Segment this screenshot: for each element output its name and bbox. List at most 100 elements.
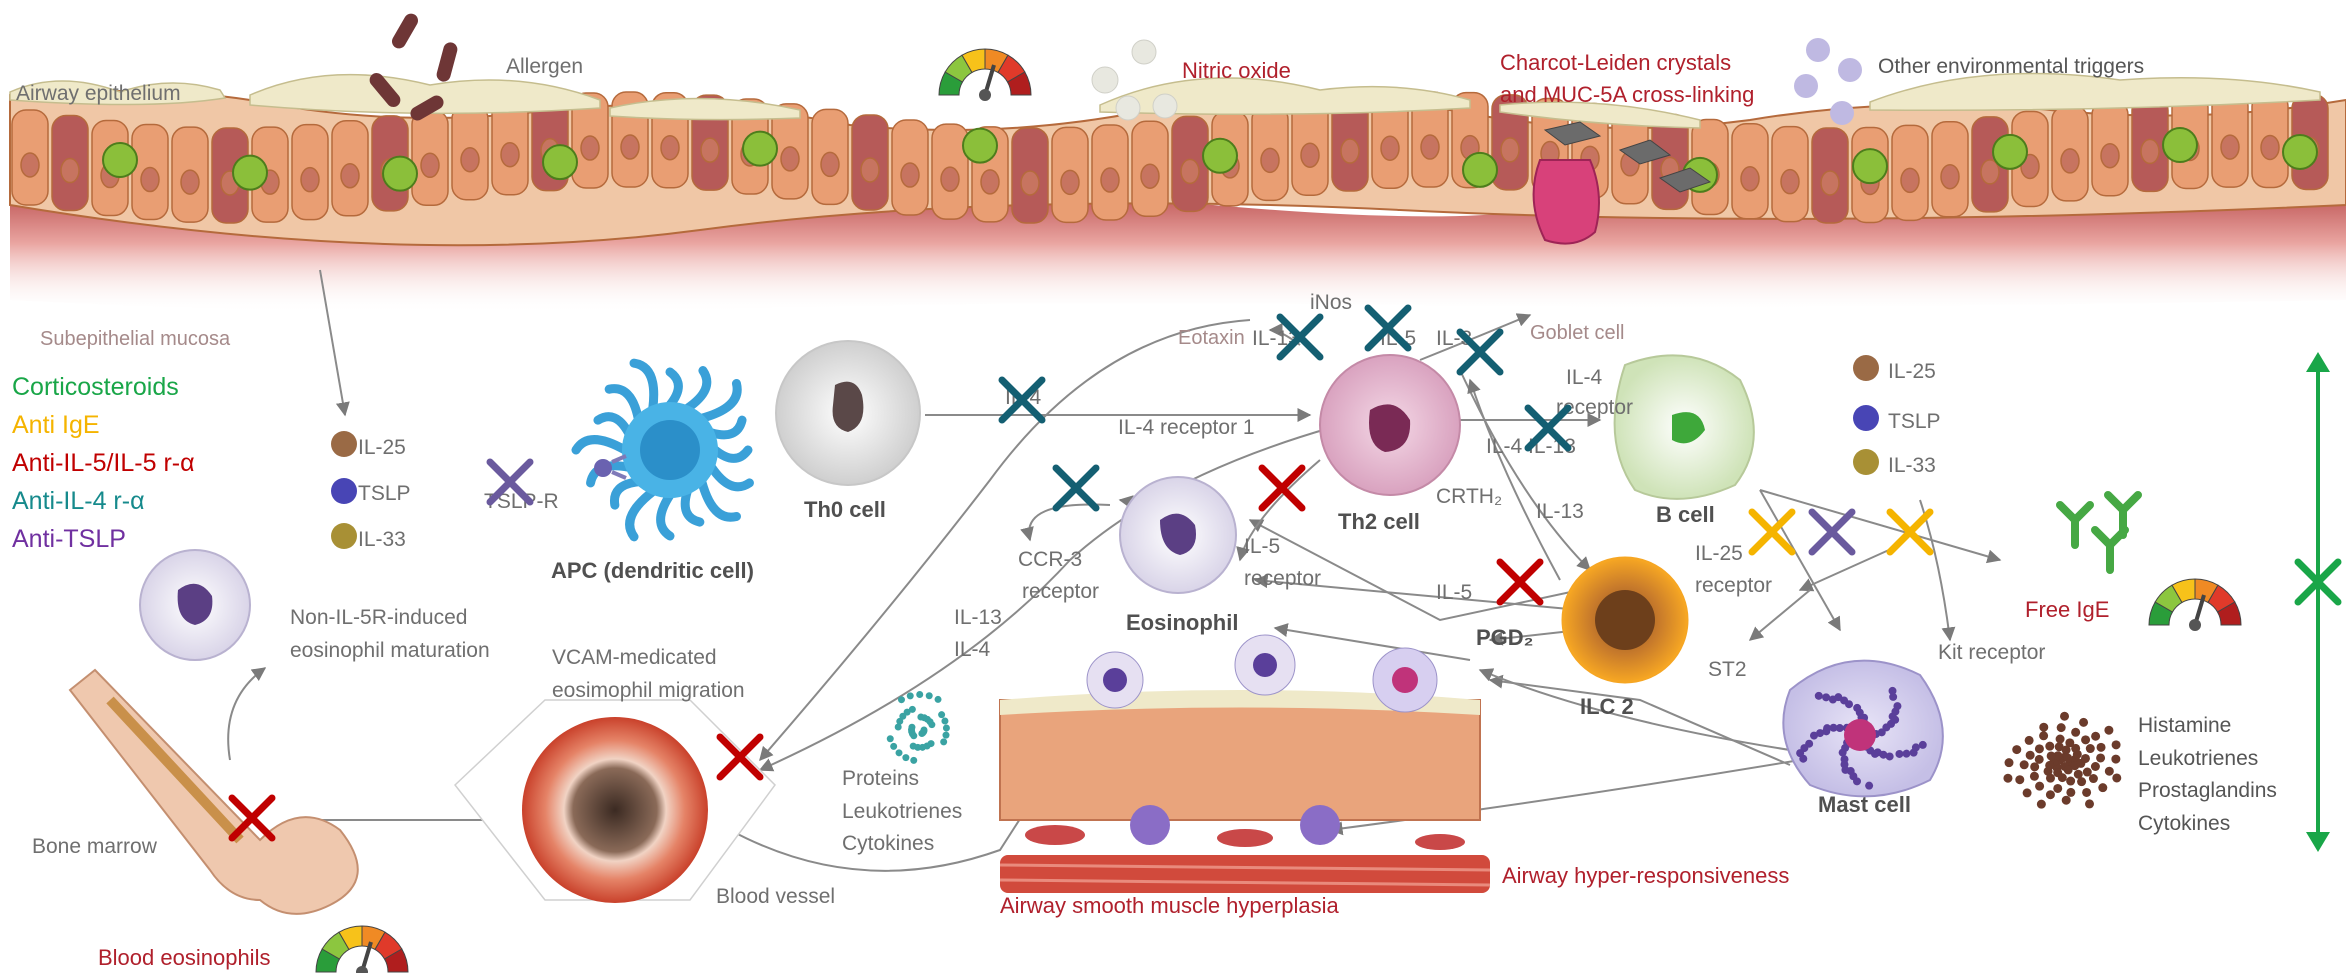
histamine-dot [2079,718,2088,727]
il-4-low-label: IL-4 [954,638,991,661]
histamine-dot [2035,755,2044,764]
goblet-granules [2163,128,2197,162]
histamine-dot [2037,800,2046,809]
mediator-dot [909,706,916,713]
granule [1823,724,1831,732]
histamine-dot [2083,768,2092,777]
il-13-mid-label: IL-13 [1536,500,1584,523]
cell-nucleus [1021,171,1039,195]
histamine-dot [2077,777,2086,786]
x-mark-icon [1890,512,1930,552]
bone-marrow [70,670,358,914]
histamine-dot [2066,788,2075,797]
free-ige-label: Free IgE [2025,597,2109,622]
granule [1895,750,1903,758]
granule [1886,752,1894,760]
eotaxin-label: Eotaxin [1178,327,1245,349]
cell-nucleus [1901,168,1919,192]
eosinophil-cell [1120,477,1236,593]
cell-nucleus [1981,160,1999,184]
inos-label: iNos [1310,291,1352,314]
dendrite [712,467,750,487]
dendrite [715,450,748,458]
histamine-dot [2039,731,2048,740]
cell-nucleus [141,168,159,192]
cell-nucleus [501,143,519,167]
mediator-dot [942,732,949,739]
crth2-label: CRTH₂ [1436,485,1502,508]
cell-nucleus [701,138,719,162]
mediator-dot [910,757,917,764]
histamine-dot [2030,762,2039,771]
cell-nucleus [581,136,599,160]
granule [1853,704,1861,712]
cell-nucleus [1181,159,1199,183]
leukotrienes-low-label: Leukotrienes [842,800,962,823]
mediator-dot [941,718,948,725]
ilc2-label: ILC 2 [1580,694,1634,719]
histamine-dot [2023,788,2032,797]
goblet-granules [103,143,137,177]
cell-nucleus [1941,165,1959,189]
cell-nucleus [781,147,799,171]
prostaglandins-label: Prostaglandins [2138,779,2277,802]
il-33-label: IL-33 [358,528,406,551]
kit-receptor-label: Kit receptor [1938,641,2045,664]
apc-dendritic-cell [576,363,749,537]
granule [1878,728,1886,736]
cell-nucleus [181,170,199,194]
proteins-label: Proteins [842,767,919,790]
mediator-dot [940,738,947,745]
histamine-dot [2053,784,2062,793]
mediator-dot [896,749,903,756]
gauge-icon [2149,579,2241,631]
bone-marrow-label: Bone marrow [32,835,158,858]
legend-item: Anti-IL-5/IL-5 r-α [12,449,195,477]
granule [1839,749,1847,757]
il-25-right-label: IL-25 [1888,360,1936,383]
histamine-dot [2045,742,2054,751]
histamine-dot [2003,774,2012,783]
mediator-dots [887,691,950,764]
goblet-granules [383,157,417,191]
vcam-label-a: VCAM-medicated [552,646,717,669]
mediator-dot [907,692,914,699]
cell-nucleus [2061,149,2079,173]
il-13-low-label: IL-13 [954,606,1002,629]
non-il5-label-b: eosinophil maturation [290,639,490,662]
hyper-responsiveness-label: Airway hyper-responsiveness [1502,863,1789,888]
histamine-dot [2065,738,2074,747]
tslp-right-label: TSLP [1888,410,1941,433]
histamine-dot [2035,782,2044,791]
charcot-label-2: and MUC-5A cross-linking [1500,82,1754,107]
cell-nucleus [981,170,999,194]
il-5-mid-label: IL-5 [1436,581,1472,604]
legend-item: Anti-IL-4 r-α [12,487,145,515]
il-25-icon [1853,355,1879,381]
histamine-dot [2081,735,2090,744]
il-25-receptor-label-b: receptor [1695,574,1772,597]
goblet-granules [543,145,577,179]
histamine-dot [2112,773,2121,782]
goblet-granules [2283,135,2317,169]
goblet-cell-label: Goblet cell [1530,322,1625,344]
b-cell [1615,355,1754,499]
dendrite [712,420,742,435]
gauge-pivot [979,89,991,101]
histamine-dot [2047,751,2056,760]
mediator-dot [938,711,945,718]
cell-nucleus [1061,170,1079,194]
il-33-icon [1853,449,1879,475]
goblet-granules [1853,149,1887,183]
histamine-dot [2097,743,2106,752]
mediator-dot [902,754,909,761]
il-33-right-label: IL-33 [1888,454,1936,477]
histamine-dot [2085,799,2094,808]
granule [1815,692,1823,700]
histamine-dot [2111,755,2120,764]
il-4-receptor-1-label: IL-4 receptor 1 [1118,416,1255,439]
cell-nucleus [1781,170,1799,194]
x-mark-icon [1262,468,1302,508]
cell-nucleus [341,164,359,188]
